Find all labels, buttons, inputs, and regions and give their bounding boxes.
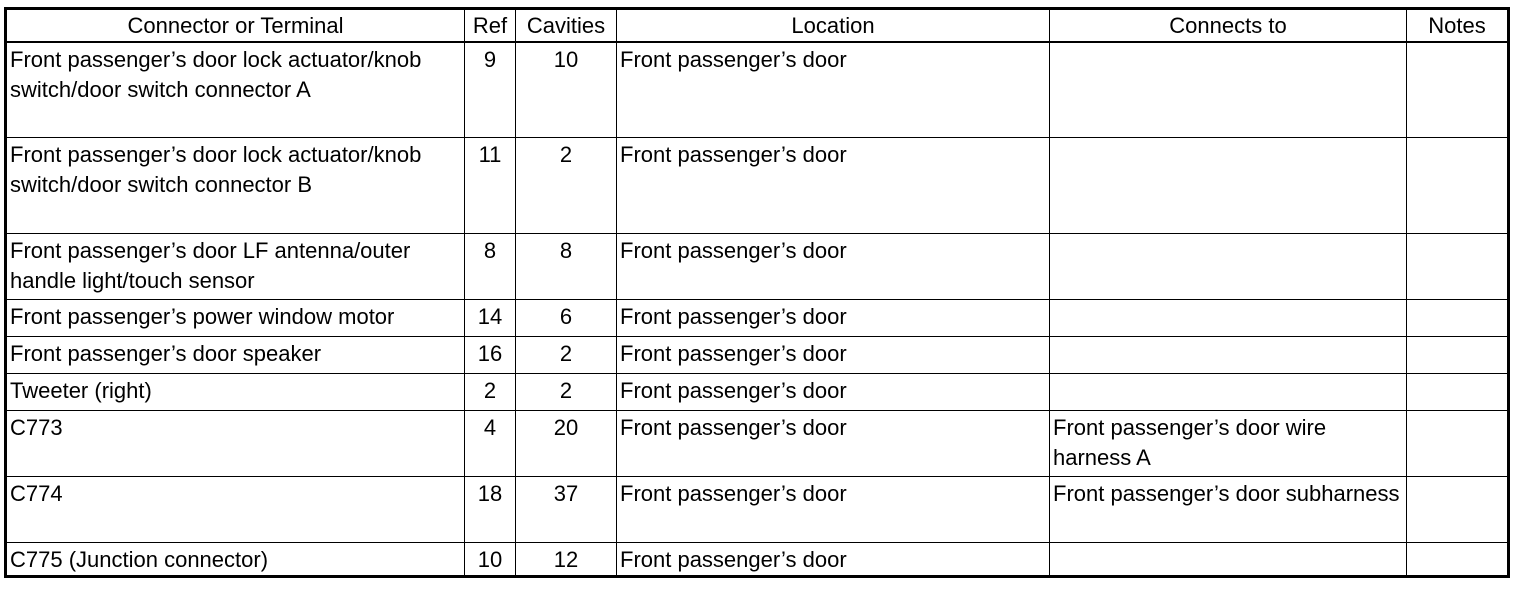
header-ref: Ref	[464, 8, 516, 43]
cell-connector: C775 (Junction connector)	[5, 542, 465, 577]
header-notes: Notes	[1406, 8, 1509, 43]
cell-ref: 18	[464, 476, 516, 543]
cell-notes	[1406, 476, 1509, 543]
connector-table: Connector or Terminal Ref Cavities Locat…	[4, 7, 1510, 578]
table-row: C775 (Junction connector) 10 12 Front pa…	[5, 542, 1509, 577]
cell-notes	[1406, 299, 1509, 337]
cell-location: Front passenger’s door	[616, 299, 1050, 337]
cell-ref: 4	[464, 410, 516, 477]
connector-table-container: Connector or Terminal Ref Cavities Locat…	[4, 7, 1510, 578]
cell-cavities: 37	[515, 476, 617, 543]
cell-cavities: 2	[515, 336, 617, 374]
cell-cavities: 6	[515, 299, 617, 337]
table-row: Front passenger’s power window motor 14 …	[5, 299, 1509, 337]
table-row: Front passenger’s door LF antenna/outer …	[5, 233, 1509, 300]
cell-ref: 9	[464, 41, 516, 138]
table-row: C774 18 37 Front passenger’s door Front …	[5, 476, 1509, 543]
cell-connects-to: Front passenger’s door subharness	[1049, 476, 1407, 543]
table-row: C773 4 20 Front passenger’s door Front p…	[5, 410, 1509, 477]
cell-connector: C774	[5, 476, 465, 543]
cell-connector: Front passenger’s door lock actuator/kno…	[5, 137, 465, 234]
cell-notes	[1406, 373, 1509, 411]
cell-connects-to	[1049, 336, 1407, 374]
cell-ref: 11	[464, 137, 516, 234]
header-row: Connector or Terminal Ref Cavities Locat…	[5, 8, 1509, 43]
cell-cavities: 2	[515, 137, 617, 234]
cell-notes	[1406, 137, 1509, 234]
table-row: Front passenger’s door lock actuator/kno…	[5, 137, 1509, 234]
cell-ref: 8	[464, 233, 516, 300]
cell-location: Front passenger’s door	[616, 137, 1050, 234]
cell-connects-to	[1049, 137, 1407, 234]
cell-location: Front passenger’s door	[616, 410, 1050, 477]
cell-connects-to	[1049, 542, 1407, 577]
cell-ref: 10	[464, 542, 516, 577]
cell-ref: 14	[464, 299, 516, 337]
cell-cavities: 12	[515, 542, 617, 577]
cell-connects-to	[1049, 373, 1407, 411]
cell-connector: C773	[5, 410, 465, 477]
cell-cavities: 2	[515, 373, 617, 411]
cell-cavities: 8	[515, 233, 617, 300]
cell-notes	[1406, 410, 1509, 477]
cell-connector: Front passenger’s door LF antenna/outer …	[5, 233, 465, 300]
cell-connector: Front passenger’s power window motor	[5, 299, 465, 337]
cell-connects-to: Front passenger’s door wire harness A	[1049, 410, 1407, 477]
table-row: Tweeter (right) 2 2 Front passenger’s do…	[5, 373, 1509, 411]
cell-cavities: 10	[515, 41, 617, 138]
header-cavities: Cavities	[515, 8, 617, 43]
cell-location: Front passenger’s door	[616, 336, 1050, 374]
cell-ref: 2	[464, 373, 516, 411]
cell-location: Front passenger’s door	[616, 41, 1050, 138]
header-location: Location	[616, 8, 1050, 43]
table-row: Front passenger’s door speaker 16 2 Fron…	[5, 336, 1509, 374]
header-connects-to: Connects to	[1049, 8, 1407, 43]
cell-location: Front passenger’s door	[616, 542, 1050, 577]
cell-notes	[1406, 336, 1509, 374]
header-connector: Connector or Terminal	[5, 8, 465, 43]
cell-ref: 16	[464, 336, 516, 374]
table-row: Front passenger’s door lock actuator/kno…	[5, 41, 1509, 138]
cell-notes	[1406, 233, 1509, 300]
cell-connector: Front passenger’s door lock actuator/kno…	[5, 41, 465, 138]
cell-connects-to	[1049, 41, 1407, 138]
cell-connects-to	[1049, 233, 1407, 300]
cell-cavities: 20	[515, 410, 617, 477]
cell-location: Front passenger’s door	[616, 233, 1050, 300]
cell-connector: Tweeter (right)	[5, 373, 465, 411]
cell-location: Front passenger’s door	[616, 476, 1050, 543]
cell-notes	[1406, 542, 1509, 577]
cell-connector: Front passenger’s door speaker	[5, 336, 465, 374]
cell-notes	[1406, 41, 1509, 138]
cell-connects-to	[1049, 299, 1407, 337]
cell-location: Front passenger’s door	[616, 373, 1050, 411]
